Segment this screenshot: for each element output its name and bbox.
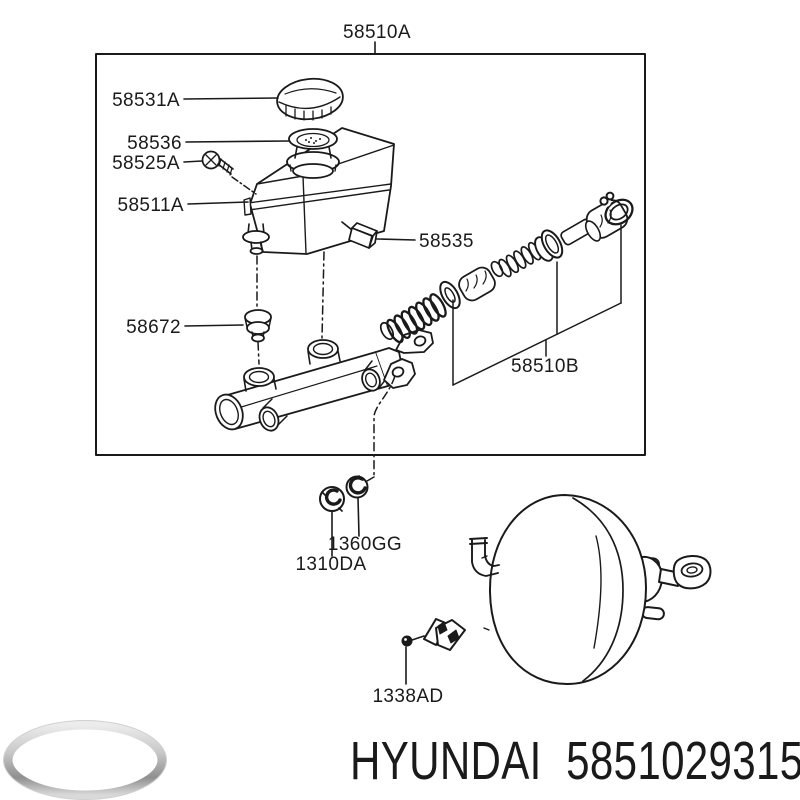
tank-to-port-center-line bbox=[321, 251, 325, 339]
footer-text: HYUNDAI 5851029315 bbox=[350, 731, 800, 791]
vacuum-stub bbox=[469, 537, 500, 577]
reservoir-cap-drawing bbox=[276, 77, 344, 121]
strainer-mesh-dots bbox=[305, 137, 321, 144]
part-label-58536: 58536 bbox=[127, 133, 182, 154]
hyundai-logo bbox=[3, 720, 167, 800]
part-label-58510A: 58510A bbox=[343, 22, 411, 43]
nut-drawing bbox=[319, 486, 345, 512]
part-label-1338AD: 1338AD bbox=[372, 686, 443, 707]
part-label-58531A: 58531A bbox=[112, 90, 180, 111]
part-number-text: 5851029315 bbox=[566, 731, 800, 791]
mounting-center-line-tail bbox=[366, 476, 375, 482]
washer-drawing bbox=[345, 475, 369, 499]
part-label-1310DA: 1310DA bbox=[295, 554, 366, 575]
leader-lines bbox=[183, 97, 416, 327]
snap-ring-drawing bbox=[599, 191, 634, 226]
grommet-drawing bbox=[244, 309, 272, 343]
part-label-58535: 58535 bbox=[419, 231, 474, 252]
brake-booster-drawing bbox=[469, 494, 712, 685]
leader-line bbox=[357, 497, 360, 537]
part-label-1360GG: 1360GG bbox=[328, 534, 402, 555]
part-label-58511A: 58511A bbox=[118, 195, 185, 216]
part-label-58672: 58672 bbox=[126, 317, 181, 338]
return-spring bbox=[386, 293, 447, 344]
screw-drawing bbox=[201, 150, 234, 176]
assembly-boundary-box bbox=[95, 53, 646, 456]
piston-repair-kit-drawing bbox=[379, 199, 629, 344]
screw-center-line bbox=[231, 176, 257, 195]
mounting-center-line bbox=[373, 375, 396, 478]
retainer-clip-drawing bbox=[401, 618, 466, 651]
sensor-connector-drawing bbox=[341, 221, 378, 249]
brand-text: HYUNDAI bbox=[350, 731, 542, 791]
repair-kit-bracket bbox=[452, 224, 622, 386]
master-cylinder-drawing bbox=[214, 329, 434, 432]
grommet-center-line-2 bbox=[257, 341, 260, 365]
part-label-58510B: 58510B bbox=[511, 356, 579, 377]
strainer-drawing bbox=[286, 128, 340, 179]
part-label-58525A: 58525A bbox=[112, 153, 180, 174]
